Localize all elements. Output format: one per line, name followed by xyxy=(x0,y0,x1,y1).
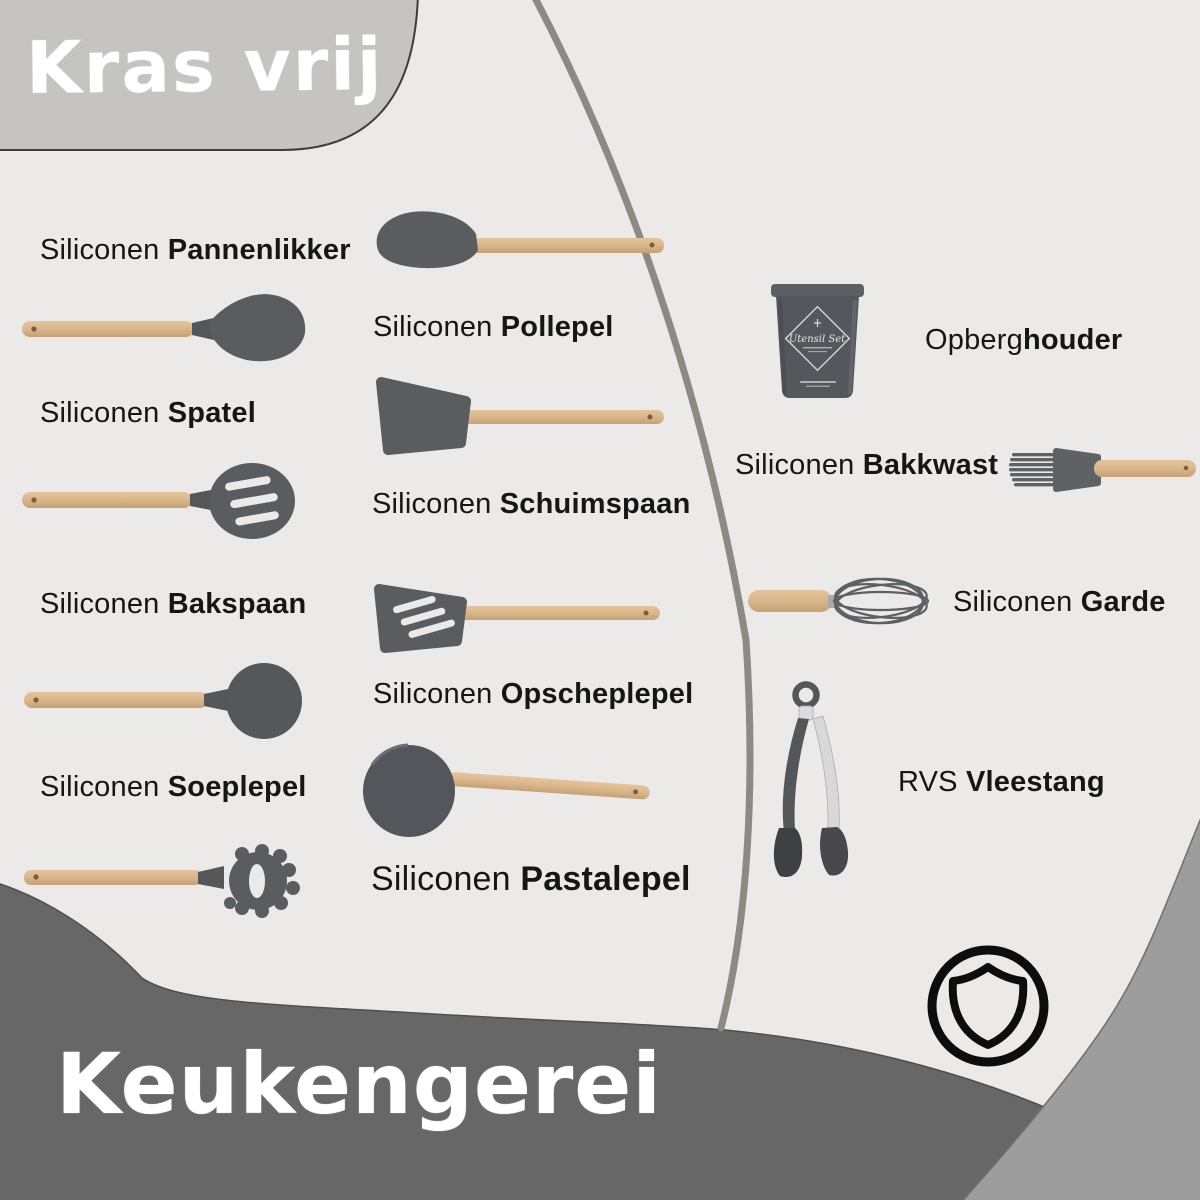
label-prefix: Siliconen xyxy=(40,397,168,429)
pasta-server-photo xyxy=(24,844,300,918)
top-badge-text: Kras vrij xyxy=(25,22,385,110)
label-name: Spatel xyxy=(167,397,256,429)
shield-icon xyxy=(927,945,1049,1067)
label-prefix: Siliconen xyxy=(953,586,1081,618)
label-pastalepel: Siliconen Pastalepel xyxy=(371,862,691,896)
label-prefix: Siliconen xyxy=(735,449,863,481)
label-name: Garde xyxy=(1080,586,1166,618)
top-badge-blob xyxy=(0,0,419,151)
label-opberghouder: Opberghouder xyxy=(925,326,1122,355)
label-prefix: Siliconen xyxy=(40,234,168,266)
round-spoon-photo xyxy=(24,663,302,739)
scraper-spatula-photo xyxy=(376,211,664,269)
bottom-badge-text: Keukengerei xyxy=(56,1035,663,1133)
label-opscheplepel: Siliconen Opscheplepel xyxy=(373,680,693,709)
tongs-photo xyxy=(773,681,849,878)
label-name: Pastalepel xyxy=(520,860,691,898)
divider-curve xyxy=(532,0,754,1032)
slotted-spoon-photo xyxy=(22,463,295,539)
solid-turner-photo xyxy=(376,377,664,455)
label-name: Pollepel xyxy=(500,311,614,343)
container-print-text: Utensil Set xyxy=(789,334,846,345)
label-prefix: Siliconen xyxy=(373,311,501,343)
label-name: Vleestang xyxy=(965,766,1105,798)
ladle-photo xyxy=(363,743,650,837)
label-name: Soeplepel xyxy=(167,771,307,803)
label-vleestang: RVS Vleestang xyxy=(898,768,1105,797)
label-spatel: Siliconen Spatel xyxy=(40,399,256,428)
label-prefix: Siliconen xyxy=(372,488,500,520)
label-prefix: Siliconen xyxy=(40,771,168,803)
label-garde: Siliconen Garde xyxy=(953,588,1166,617)
label-pollepel: Siliconen Pollepel xyxy=(373,313,614,342)
label-bakkwast: Siliconen Bakkwast xyxy=(735,451,998,480)
label-soeplepel: Siliconen Soeplepel xyxy=(40,773,307,802)
corner-blob-shape xyxy=(962,818,1200,1200)
label-name: houder xyxy=(1022,324,1123,356)
whisk-photo xyxy=(748,577,930,625)
basting-brush-photo xyxy=(1009,448,1196,492)
label-name: Opscheplepel xyxy=(500,678,694,710)
label-prefix: Siliconen xyxy=(40,588,168,620)
label-prefix: Opberg xyxy=(925,324,1023,356)
label-schuimspaan: Siliconen Schuimspaan xyxy=(372,490,691,519)
label-name: Bakkwast xyxy=(862,449,999,481)
solid-spoon-photo xyxy=(22,294,306,362)
label-pannenlikker: Siliconen Pannenlikker xyxy=(40,236,351,265)
label-name: Bakspaan xyxy=(167,588,307,620)
label-prefix: RVS xyxy=(898,766,966,798)
storage-container-photo: Utensil Set xyxy=(771,284,864,398)
label-prefix: Siliconen xyxy=(371,860,521,898)
label-bakspaan: Siliconen Bakspaan xyxy=(40,590,306,619)
slotted-turner-photo xyxy=(374,584,660,653)
label-name: Schuimspaan xyxy=(499,488,691,520)
label-name: Pannenlikker xyxy=(167,234,351,266)
label-prefix: Siliconen xyxy=(373,678,501,710)
